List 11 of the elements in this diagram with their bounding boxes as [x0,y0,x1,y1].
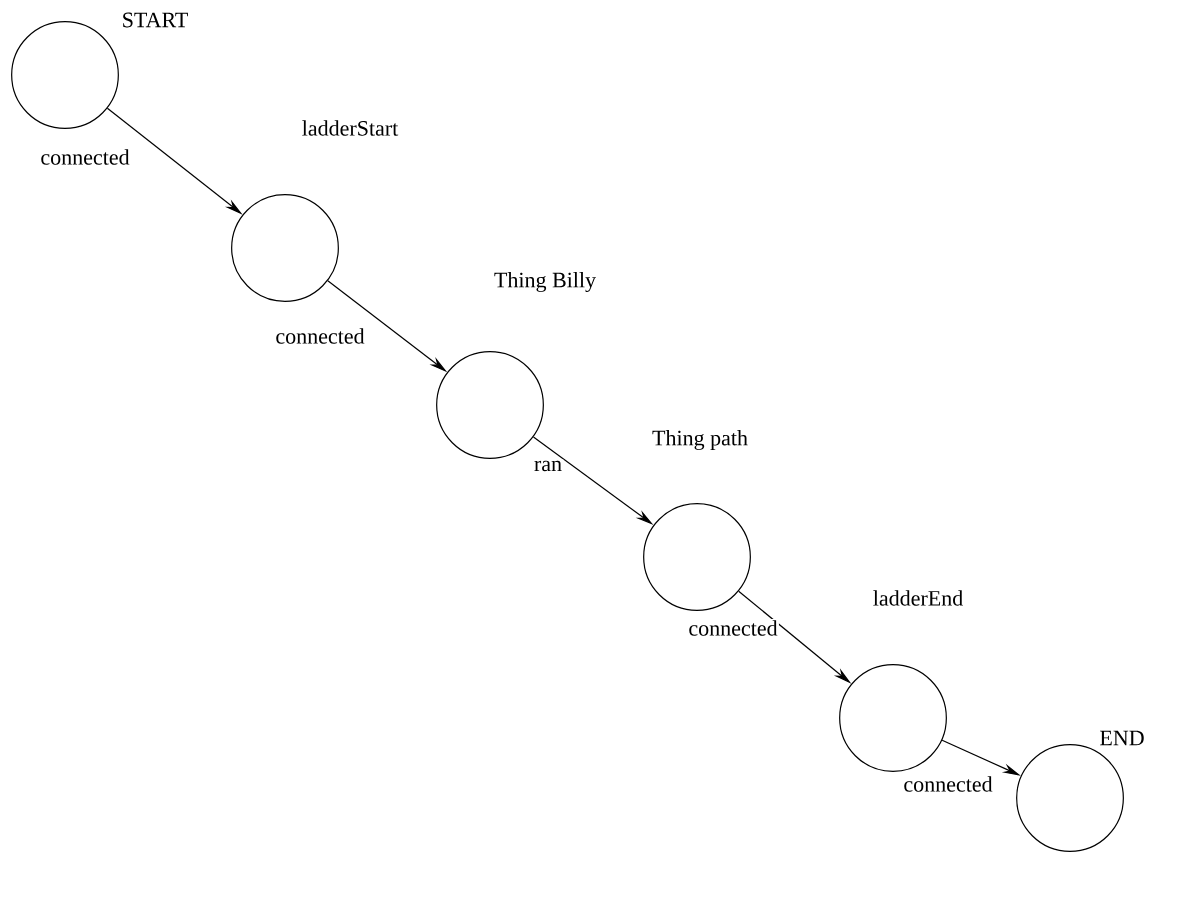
node-label: START [123,12,188,28]
node-label: END [1100,730,1144,746]
edge-label: connected [687,618,779,638]
edge-label: connected [39,147,131,167]
node-label: ladderEnd [873,590,963,606]
edge-label: connected [274,326,366,346]
node-label: ladderStart [302,120,399,136]
node-label: Thing path [652,430,748,451]
edge-label: connected [902,774,994,794]
edge-label: ran [532,459,564,473]
node-label: Thing Billy [494,272,596,293]
